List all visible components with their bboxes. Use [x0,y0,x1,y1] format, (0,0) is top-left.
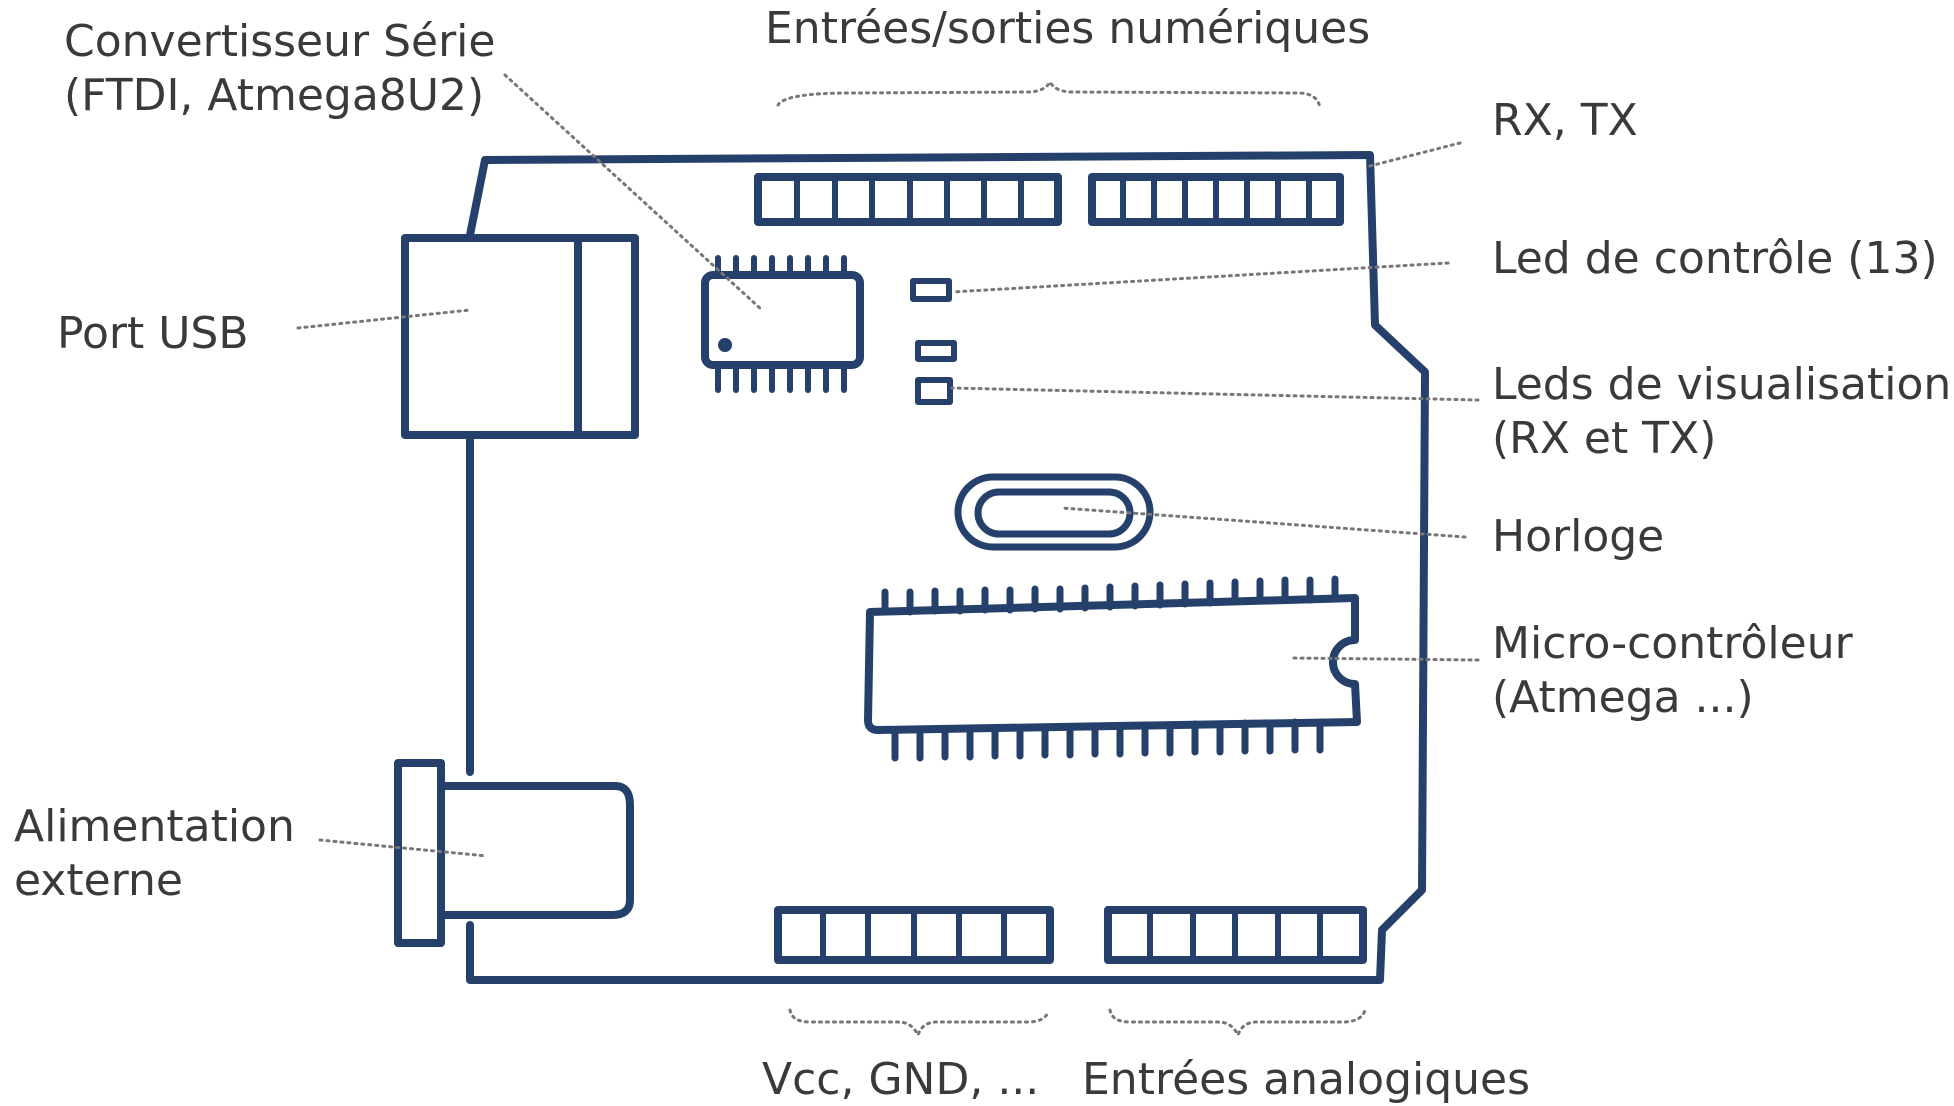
leader-usb [296,308,472,330]
analog-header [1104,906,1367,964]
leader-power [318,838,489,858]
bracket-power [788,1008,1050,1037]
serial-converter-chip [701,255,864,393]
control-led [910,278,952,302]
label-external-power-line1: Alimentation [14,801,295,852]
digital-header-left [754,173,1062,226]
label-clock-text: Horloge [1492,511,1665,562]
leader-clock [1060,506,1467,539]
leader-converter [503,73,764,312]
label-converter-line2: (FTDI, Atmega8U2) [64,70,485,121]
bracket-digital-io [776,80,1322,110]
label-viz-leds-line1: Leds de visualisation [1492,359,1952,410]
label-viz-leds-line2: (RX et TX) [1492,413,1717,464]
power-jack [394,759,634,947]
power-header [774,906,1054,964]
label-clock: Horloge [1492,510,1664,564]
digital-header-right [1088,173,1344,226]
label-viz-leds: Leds de visualisation (RX et TX) [1492,358,1951,466]
leader-microcontroller [1288,656,1480,662]
microcontroller-chip [864,575,1361,762]
leader-viz-leds [950,386,1480,402]
label-control-led: Led de contrôle (13) [1492,232,1938,286]
label-power-pins-text: Vcc, GND, ... [762,1054,1040,1105]
label-external-power-line2: externe [14,855,183,906]
leader-control-led [950,261,1450,294]
label-power-pins: Vcc, GND, ... [762,1053,1039,1106]
leader-rx-tx [1364,141,1462,169]
label-external-power: Alimentation externe [14,800,295,908]
label-analog-inputs: Entrées analogiques [1082,1053,1530,1106]
label-converter-line1: Convertisseur Série [64,16,496,67]
label-rx-tx-text: RX, TX [1492,95,1638,146]
label-microcontroller-line1: Micro-contrôleur [1492,618,1853,669]
usb-port [401,234,639,439]
rx-tx-leds [915,340,957,405]
label-digital-io-text: Entrées/sorties numériques [765,3,1371,54]
bracket-analog [1108,1008,1367,1037]
board-outline [466,151,1429,984]
label-analog-inputs-text: Entrées analogiques [1082,1054,1531,1105]
label-converter: Convertisseur Série (FTDI, Atmega8U2) [64,15,495,123]
label-microcontroller-line2: (Atmega ...) [1492,672,1754,723]
label-usb-port-text: Port USB [57,308,249,359]
label-rx-tx: RX, TX [1492,94,1638,148]
label-digital-io: Entrées/sorties numériques [765,2,1370,56]
label-usb-port: Port USB [57,307,249,361]
label-control-led-text: Led de contrôle (13) [1492,233,1938,284]
label-microcontroller: Micro-contrôleur (Atmega ...) [1492,617,1853,725]
